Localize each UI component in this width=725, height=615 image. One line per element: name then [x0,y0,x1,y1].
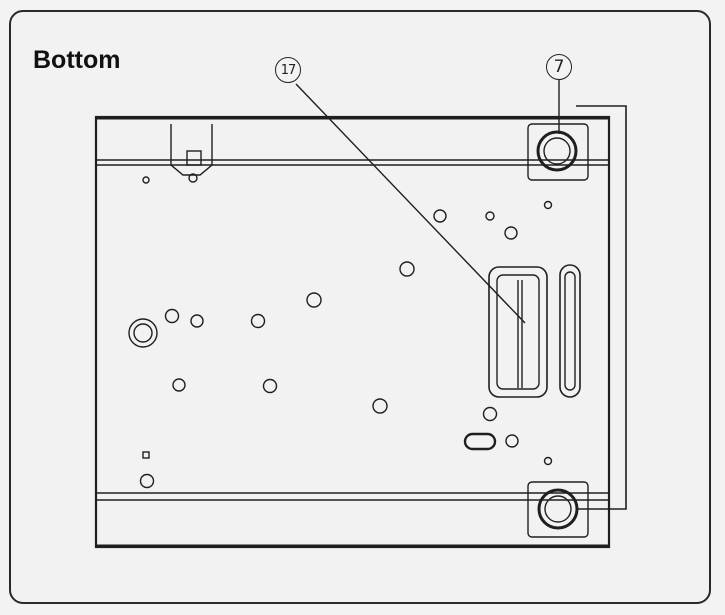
diagram-frame [9,10,711,604]
filter-cover-inner [496,274,540,390]
screw-hole [306,292,322,308]
vent-slot-inner [564,271,576,391]
screw-hole [504,226,518,240]
foot-callout-bracket [576,105,627,510]
screw-hole [399,261,415,277]
screw-hole [190,314,204,328]
screw-hole [139,473,155,489]
adjustable-foot-bottom-icon [537,488,579,530]
screw-hole [262,378,278,394]
screw-hole [164,308,180,324]
round-pad-left-icon [128,318,158,348]
callout-17-badge: 17 [275,57,301,83]
security-slot-icon [186,150,202,166]
screw-hole [485,211,495,221]
callout-7-badge: 7 [546,54,572,80]
screw-hole [172,378,186,392]
screw-hole [482,406,498,422]
screw-hole [543,456,553,466]
screw-hole [372,398,388,414]
callout-17-leader [295,83,526,324]
screw-hole [543,200,553,210]
view-title: Bottom [33,46,121,74]
security-bracket [170,124,213,176]
screw-hole [505,434,519,448]
vent-slot-outer [559,264,581,398]
oval-slot [463,432,497,451]
screw-hole [250,313,266,329]
adjustable-foot-top-icon [536,130,578,172]
screw-hole [433,209,447,223]
screw-hole [142,176,150,184]
foot-housing-top [527,123,589,181]
small-square-mark [142,451,150,459]
bracket-screw [188,173,198,183]
filter-cover-outer [488,266,548,398]
